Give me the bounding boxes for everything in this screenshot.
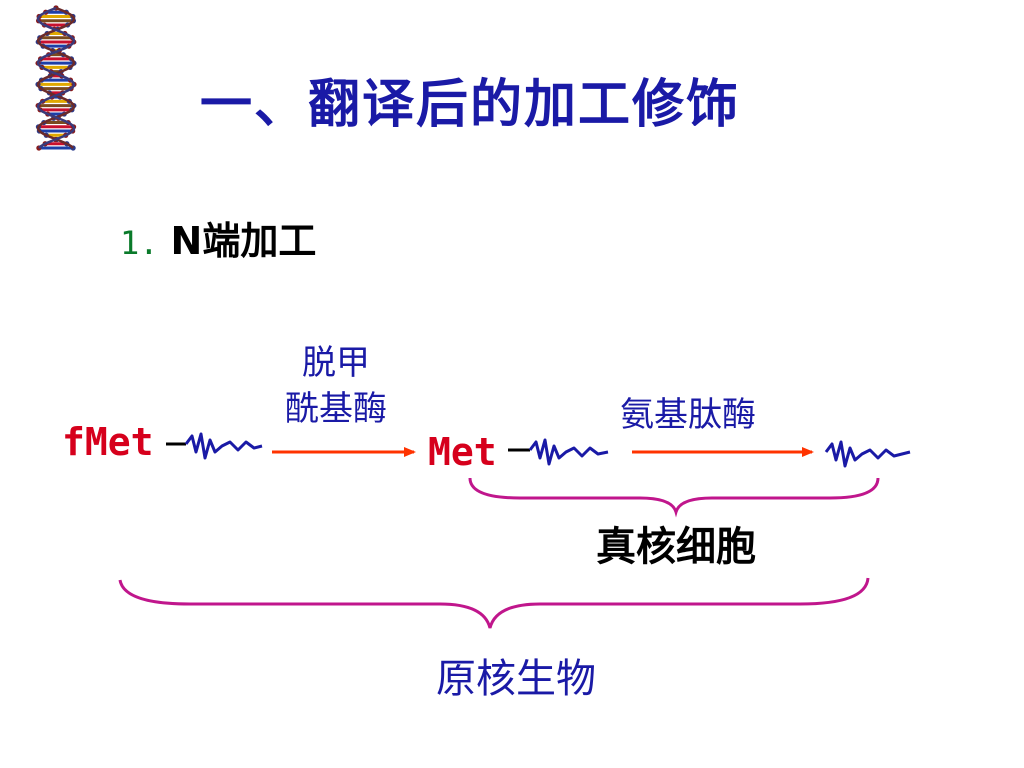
enzyme-deformylase-line2: 酰基酶 (285, 389, 387, 429)
section-label: N端加工 (170, 219, 317, 263)
enzyme-aminopeptidase-label: 氨基肽酶 (620, 395, 756, 435)
section-heading: 1. N端加工 (120, 210, 316, 265)
peptide-chain-2 (508, 438, 609, 466)
met-residue: Met (428, 430, 497, 474)
prokaryote-brace (118, 577, 870, 629)
fmet-residue: fMet (62, 420, 154, 464)
section-number: 1. (120, 224, 159, 262)
peptide-chain-1 (166, 432, 263, 460)
page-title: 一、翻译后的加工修饰 (200, 74, 741, 135)
prokaryote-label: 原核生物 (436, 656, 596, 702)
dna-strand (36, 6, 76, 149)
eukaryote-label: 真核细胞 (596, 523, 756, 570)
peptide-chain-3 (824, 440, 911, 468)
dna-helix-icon (35, 5, 77, 151)
eukaryote-brace (468, 477, 880, 518)
enzyme-deformylase-label: 脱甲 酰基酶 (262, 340, 410, 432)
enzyme-deformylase-line1: 脱甲 (302, 343, 370, 383)
dna-strand (36, 6, 76, 149)
